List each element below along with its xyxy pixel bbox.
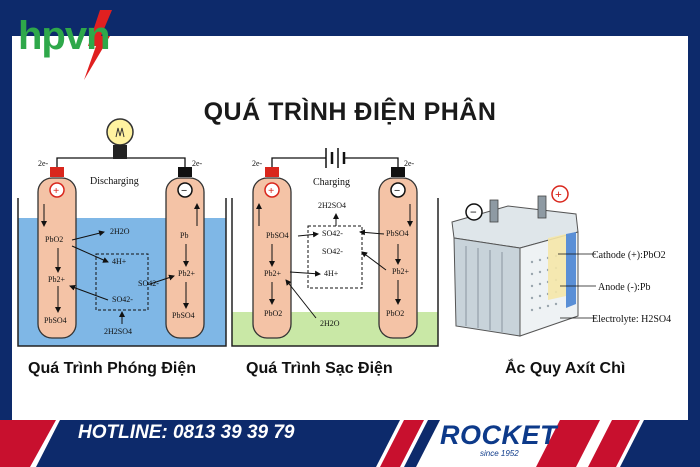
left-band xyxy=(0,0,12,420)
discharge-cathode-electrode xyxy=(165,177,205,339)
logo-text: hpvn xyxy=(18,14,111,58)
discharge-pb2-right: Pb2+ xyxy=(178,269,195,278)
discharge-so4-top: SO42- xyxy=(138,279,159,288)
hotline-text: HOTLINE: 0813 39 39 79 xyxy=(78,422,295,443)
rocket-logo-text: ROCKET xyxy=(440,420,557,450)
discharge-h2o: 2H2O xyxy=(110,227,130,236)
discharge-anode-electrode xyxy=(37,177,77,339)
charge-so4-bottom: SO42- xyxy=(322,247,343,256)
charge-negative-terminal xyxy=(391,167,405,177)
minus-icon xyxy=(390,182,406,198)
charge-pbso4-right: PbSO4 xyxy=(386,229,409,238)
svg-text:+: + xyxy=(53,185,59,197)
battery-caption: Ắc Quy Axít Chì xyxy=(505,360,626,377)
charge-pb2-right: Pb2+ xyxy=(392,267,409,276)
charging-label: Charging xyxy=(313,177,350,188)
charge-pbo2: PbO2 xyxy=(264,309,282,318)
lead-acid-battery-illustration xyxy=(451,195,596,337)
minus-icon xyxy=(465,203,483,221)
cathode-label: Cathode (+):PbO2 xyxy=(592,250,666,261)
rocket-since-text: since 1952 xyxy=(480,449,519,458)
charge-pbso4-left: PbSO4 xyxy=(266,231,289,240)
lightbulb-icon xyxy=(106,118,134,159)
charge-caption: Quá Trình Sạc Điện xyxy=(246,360,393,377)
charge-positive-terminal xyxy=(265,167,279,177)
anode-label: Anode (-):Pb xyxy=(598,282,651,293)
charge-electron-right: 2e- xyxy=(404,159,415,168)
hpvn-logo: hpvn xyxy=(18,6,138,82)
plus-icon xyxy=(264,182,280,198)
battery-symbol-icon xyxy=(320,148,348,168)
svg-text:−: − xyxy=(470,205,477,219)
svg-text:−: − xyxy=(394,185,400,197)
plus-icon xyxy=(49,182,65,198)
discharge-h2so4: 2H2SO4 xyxy=(104,327,132,336)
discharge-pb2-left: Pb2+ xyxy=(48,275,65,284)
charge-h2so4: 2H2SO4 xyxy=(318,201,346,210)
svg-text:+: + xyxy=(268,185,274,197)
discharge-pb: Pb xyxy=(180,231,188,240)
discharge-so4-bottom: SO42- xyxy=(112,295,133,304)
page-title: QUÁ TRÌNH ĐIỆN PHÂN xyxy=(203,98,497,126)
footer-graphics xyxy=(0,420,700,467)
discharge-caption: Quá Trình Phóng Điện xyxy=(28,360,196,377)
charge-so4-top: SO42- xyxy=(322,229,343,238)
top-band xyxy=(0,0,700,36)
charge-electron-left: 2e- xyxy=(252,159,263,168)
minus-icon xyxy=(177,182,193,198)
discharging-label: Discharging xyxy=(90,176,139,187)
discharge-pbo2: PbO2 xyxy=(45,235,63,244)
lightning-icon xyxy=(84,10,112,80)
discharge-positive-terminal xyxy=(50,167,64,177)
discharge-electron-left: 2e- xyxy=(38,159,49,168)
svg-text:−: − xyxy=(181,185,187,197)
electrolyte-label: Electrolyte: H2SO4 xyxy=(592,314,671,325)
discharge-pbso4-right: PbSO4 xyxy=(172,311,195,320)
charge-h2o: 2H2O xyxy=(320,319,340,328)
charge-pb2-left: Pb2+ xyxy=(264,269,281,278)
discharge-pbso4-left: PbSO4 xyxy=(44,316,67,325)
discharge-electron-right: 2e- xyxy=(192,159,203,168)
charge-cell: Charging 2e- 2e- + − 2H2SO4 PbSO4 Pb2+ P… xyxy=(231,148,439,347)
charge-pb: PbO2 xyxy=(386,309,404,318)
plus-icon xyxy=(551,185,569,203)
discharge-h-plus: 4H+ xyxy=(112,257,127,266)
discharge-cell: Discharging 2e- 2e- + − PbO2 Pb2+ PbSO4 … xyxy=(17,118,227,347)
svg-text:+: + xyxy=(555,187,562,201)
discharge-negative-terminal xyxy=(178,167,192,177)
right-band xyxy=(688,0,700,420)
charge-h-plus: 4H+ xyxy=(324,269,339,278)
